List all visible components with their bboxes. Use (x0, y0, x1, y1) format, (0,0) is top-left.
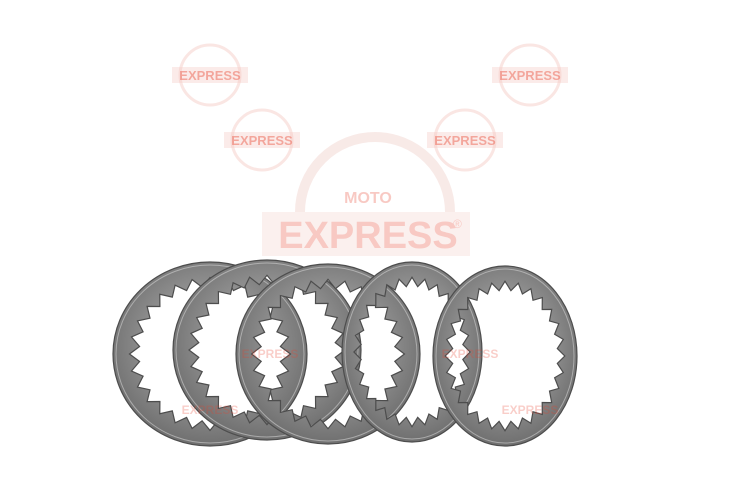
svg-text:EXPRESS: EXPRESS (502, 403, 559, 417)
watermark-overlay: EXPRESS EXPRESS EXPRESS EXPRESS (182, 347, 559, 417)
svg-text:EXPRESS: EXPRESS (242, 347, 299, 361)
clutch-plate (341, 261, 483, 443)
svg-text:EXPRESS: EXPRESS (182, 403, 239, 417)
clutch-plate (432, 265, 578, 447)
svg-text:EXPRESS: EXPRESS (442, 347, 499, 361)
clutch-plate (112, 261, 308, 447)
clutch-plate (172, 259, 362, 441)
